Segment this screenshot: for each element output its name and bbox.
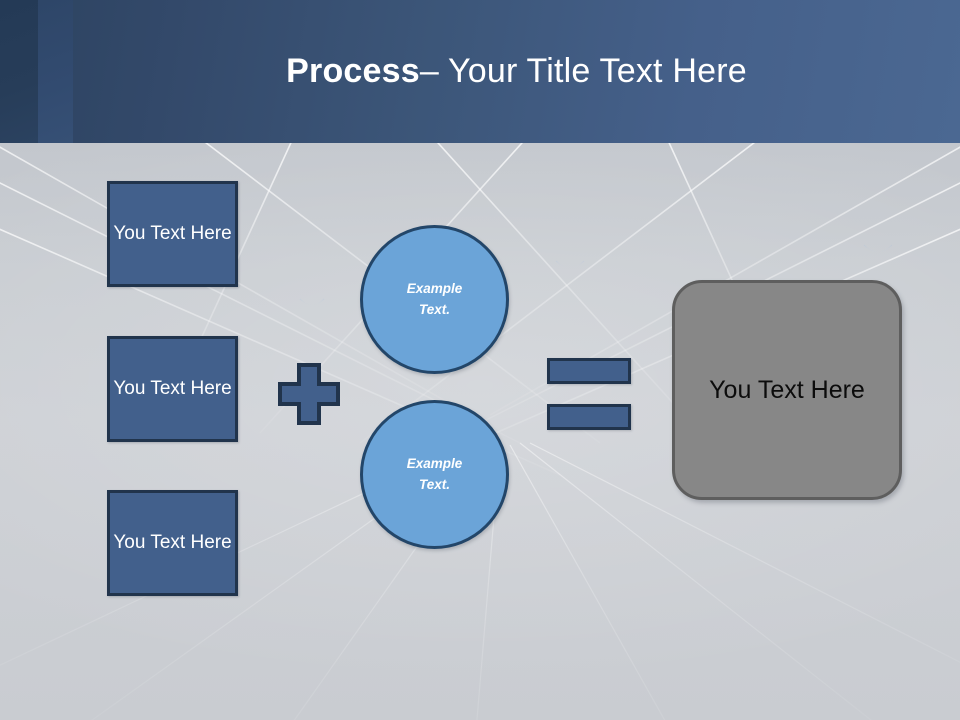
equals-bar-bottom xyxy=(547,404,631,430)
example-circle-1[interactable]: Example Text. xyxy=(360,225,509,374)
input-box-3-label: You Text Here xyxy=(113,532,232,554)
example-circle-2-line1: Example xyxy=(406,455,463,471)
slide-header: Process – Your Title Text Here xyxy=(0,0,960,143)
header-accent-band-dark xyxy=(0,0,38,143)
example-circle-1-line2: Text. xyxy=(418,301,450,317)
input-box-2[interactable]: You Text Here xyxy=(107,336,238,442)
input-box-1-label: You Text Here xyxy=(113,223,232,245)
plus-sign-icon xyxy=(278,363,340,425)
result-box-label: You Text Here xyxy=(709,375,865,404)
input-box-1[interactable]: You Text Here xyxy=(107,181,238,287)
example-circle-2-line2: Text. xyxy=(418,476,450,492)
page-title: Process – Your Title Text Here xyxy=(73,0,960,143)
equals-sign-icon xyxy=(547,358,631,430)
result-box[interactable]: You Text Here xyxy=(672,280,902,500)
equals-bar-top xyxy=(547,358,631,384)
input-box-3[interactable]: You Text Here xyxy=(107,490,238,596)
header-gradient xyxy=(0,0,960,143)
page-title-strong: Process xyxy=(286,52,420,90)
example-circle-2[interactable]: Example Text. xyxy=(360,400,509,549)
example-circle-1-line1: Example xyxy=(406,280,463,296)
input-box-2-label: You Text Here xyxy=(113,378,232,400)
page-title-rest: – Your Title Text Here xyxy=(419,52,747,90)
header-accent-band-mid xyxy=(38,0,73,143)
